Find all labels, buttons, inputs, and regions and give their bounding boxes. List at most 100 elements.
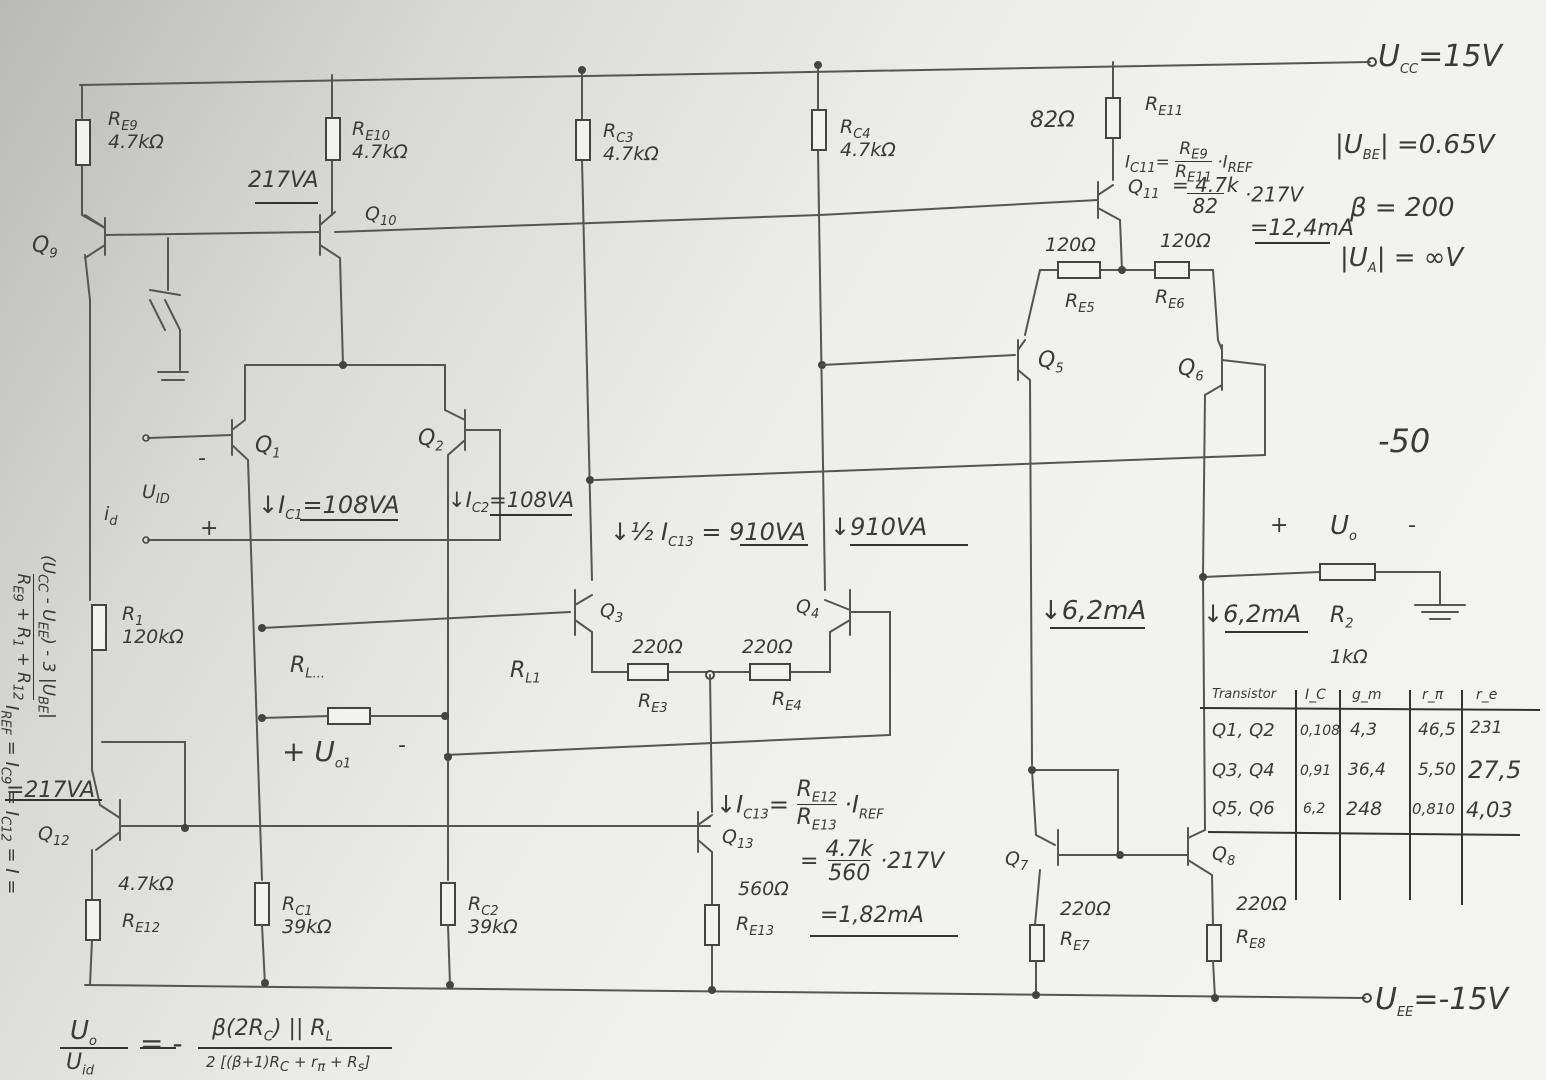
table-cell: 4,03 bbox=[1466, 798, 1513, 822]
gain-lhs-num: Uo bbox=[70, 1016, 97, 1050]
resistor-re13 bbox=[704, 904, 720, 946]
re5-label: RE5 bbox=[1065, 290, 1095, 316]
i-217-top: 217VA bbox=[248, 168, 319, 193]
beta-param: β = 200 bbox=[1350, 193, 1455, 223]
re4-label: RE4 bbox=[772, 688, 802, 714]
re13-label: RE13 bbox=[736, 913, 774, 939]
iid-label: id bbox=[104, 503, 118, 529]
re3-label: RE3 bbox=[638, 690, 668, 716]
vee-terminal bbox=[1362, 993, 1372, 1003]
vee-label: UEE=-15V bbox=[1375, 982, 1509, 1020]
table-cell: 46,5 bbox=[1418, 720, 1456, 740]
resistor-re5 bbox=[1057, 261, 1101, 279]
half-ic13-current: ↓½ IC13 = 910VA bbox=[610, 518, 807, 550]
ic1-current: ↓IC1=108VA bbox=[258, 491, 400, 523]
iref-fraction: (UCC - UEE) - 3 |UBE|RE9 + R1 + R12 bbox=[9, 555, 58, 719]
gain-num: β(2RC) || RL bbox=[212, 1016, 333, 1045]
uid-plus: + bbox=[200, 516, 219, 541]
gain-note: -50 bbox=[1378, 422, 1431, 460]
table-row: Q5, Q6 bbox=[1212, 798, 1275, 819]
q6-label: Q6 bbox=[1178, 356, 1204, 385]
resistor-re10 bbox=[325, 117, 341, 161]
re11-value: 82Ω bbox=[1030, 108, 1075, 133]
ic11-result: =12,4mA bbox=[1250, 216, 1354, 241]
q2-label: Q2 bbox=[418, 426, 444, 455]
re12-value: 4.7kΩ bbox=[118, 873, 174, 895]
table-header-re: r_e bbox=[1476, 687, 1498, 703]
q10-label: Q10 bbox=[365, 203, 397, 229]
table-cell: 27,5 bbox=[1468, 756, 1522, 784]
re7-value: 220Ω bbox=[1060, 898, 1111, 920]
q11-label: Q11 bbox=[1128, 176, 1160, 202]
table-cell: 5,50 bbox=[1418, 760, 1456, 780]
resistor-re6 bbox=[1154, 261, 1190, 279]
uo1-label: + Uo1 bbox=[282, 735, 352, 772]
re7-label: RE7 bbox=[1060, 928, 1090, 954]
table-cell: 231 bbox=[1470, 718, 1503, 738]
vee-rail bbox=[84, 984, 1366, 999]
re8-value: 220Ω bbox=[1236, 893, 1287, 915]
resistor-rc3 bbox=[575, 119, 591, 161]
re8-label: RE8 bbox=[1236, 926, 1266, 952]
vbe-param: |UBE| =0.65V bbox=[1335, 130, 1495, 164]
i-q5-current: ↓6,2mA bbox=[1040, 596, 1147, 626]
re11-label: RE11 bbox=[1145, 93, 1183, 119]
va-param: |UA| = ∞V bbox=[1340, 243, 1464, 277]
table-cell: 0,91 bbox=[1300, 763, 1332, 779]
table-cell: 36,4 bbox=[1348, 760, 1386, 780]
table-cell: 4,3 bbox=[1350, 720, 1378, 740]
rl-label-a: RL... bbox=[290, 653, 325, 682]
q8-label: Q8 bbox=[1212, 843, 1236, 869]
i-q6-current: ↓6,2mA bbox=[1203, 600, 1302, 628]
resistor-r2 bbox=[1319, 563, 1376, 581]
ic4-current: ↓910VA bbox=[830, 513, 928, 541]
gain-eq: = - bbox=[140, 1027, 183, 1060]
parameter-table bbox=[1199, 690, 1541, 905]
resistor-rl bbox=[327, 707, 371, 725]
resistor-re3 bbox=[627, 663, 669, 681]
rl-label-b: RL1 bbox=[510, 658, 541, 687]
table-header-transistor: Transistor bbox=[1212, 687, 1277, 702]
r2-value: 1kΩ bbox=[1330, 646, 1368, 668]
uid-minus: - bbox=[198, 446, 206, 471]
table-header-gm: g_m bbox=[1352, 687, 1382, 703]
q13-label: Q13 bbox=[722, 826, 754, 852]
re6-label: RE6 bbox=[1155, 286, 1185, 312]
i-217-left: =217VA bbox=[6, 778, 96, 803]
q5-label: Q5 bbox=[1038, 348, 1064, 377]
ic13-result: =1,82mA bbox=[820, 903, 924, 928]
uo-label: Uo bbox=[1330, 511, 1357, 545]
re4-value: 220Ω bbox=[742, 636, 793, 658]
resistor-r1 bbox=[91, 604, 107, 651]
table-cell: 0,108 bbox=[1300, 723, 1341, 739]
resistor-re9 bbox=[75, 119, 91, 166]
q9-label: Q9 bbox=[32, 233, 58, 262]
q7-label: Q7 bbox=[1005, 848, 1029, 874]
resistor-rc4 bbox=[811, 109, 827, 151]
table-header-rpi: r_π bbox=[1422, 687, 1444, 703]
table-cell: 6,2 bbox=[1303, 801, 1326, 817]
table-row: Q3, Q4 bbox=[1212, 760, 1275, 781]
uo1-minus: - bbox=[398, 733, 406, 758]
resistor-re4 bbox=[749, 663, 791, 681]
vcc-label: UCC=15V bbox=[1378, 39, 1502, 77]
re12-label: RE12 bbox=[122, 910, 160, 936]
q4-label: Q4 bbox=[796, 596, 820, 622]
gain-den: 2 [(β+1)RC + rπ + Rs] bbox=[206, 1053, 371, 1075]
q3-label: Q3 bbox=[600, 600, 624, 626]
re13-value: 560Ω bbox=[738, 878, 789, 900]
table-row: Q1, Q2 bbox=[1212, 720, 1275, 741]
table-header-ic: I_C bbox=[1305, 687, 1326, 703]
uo-minus: - bbox=[1408, 513, 1416, 538]
re6-value: 120Ω bbox=[1160, 230, 1211, 252]
